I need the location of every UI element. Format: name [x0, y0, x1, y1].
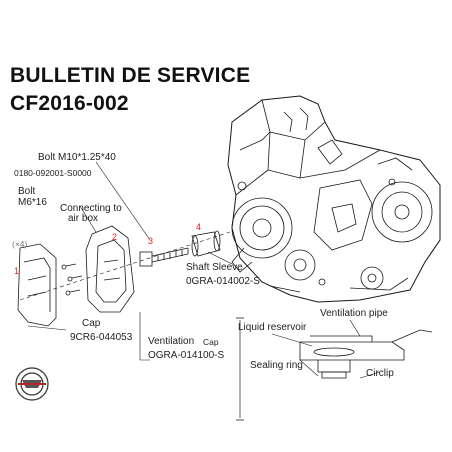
cover-part-2 [85, 225, 135, 313]
bolt-m10-part-number: 0180-092001-S0000 [14, 168, 92, 178]
ventilation-cap-label-1: Ventilation [148, 336, 195, 347]
bulletin-title-line-1: BULLETIN DE SERVICE [10, 64, 251, 87]
cap-label: Cap [82, 318, 101, 329]
ventilation-subdiagram [236, 317, 433, 421]
bolt-m10-label: Bolt M10*1.25*40 [38, 152, 116, 163]
quantity-tag: (×4) [12, 239, 28, 249]
bulletin-title: BULLETIN DE SERVICE CF2016-002 [10, 62, 250, 118]
cap-part-1 [17, 243, 57, 327]
small-bolts [61, 263, 83, 296]
ventilation-cap-label-2: Cap [203, 337, 219, 347]
connecting-label-1: Connecting to [60, 203, 122, 214]
bulletin-title-line-2: CF2016-002 [10, 92, 129, 115]
bolt-m6-label-2: M6*16 [18, 197, 47, 208]
shaft-sleeve-label: Shaft Sleeve [186, 262, 243, 273]
callout-3: 3 [148, 236, 154, 246]
sealing-ring-label: Sealing ring [250, 360, 303, 371]
callout-4: 4 [196, 222, 202, 232]
engine-block-illustration [227, 95, 441, 303]
ventilation-pipe-label: Ventilation pipe [320, 308, 388, 319]
cfmoto-logo-icon [15, 367, 49, 401]
ventilation-part-number: OGRA-014100-S [148, 350, 225, 361]
callout-1: 1 [14, 266, 20, 276]
bolt-m10-part-3 [139, 247, 189, 267]
cap-part-number: 9CR6-044053 [70, 332, 133, 343]
circlip-label: Circlip [366, 368, 394, 379]
liquid-reservoir-label: Liquid reservoir [238, 322, 307, 333]
callout-2: 2 [112, 232, 118, 242]
shaft-sleeve-part-number: 0GRA-014002-S [186, 276, 260, 287]
connecting-label-2: air box [68, 213, 99, 224]
shaft-sleeve-part-4 [191, 230, 221, 257]
bolt-m6-label-1: Bolt [18, 186, 36, 197]
